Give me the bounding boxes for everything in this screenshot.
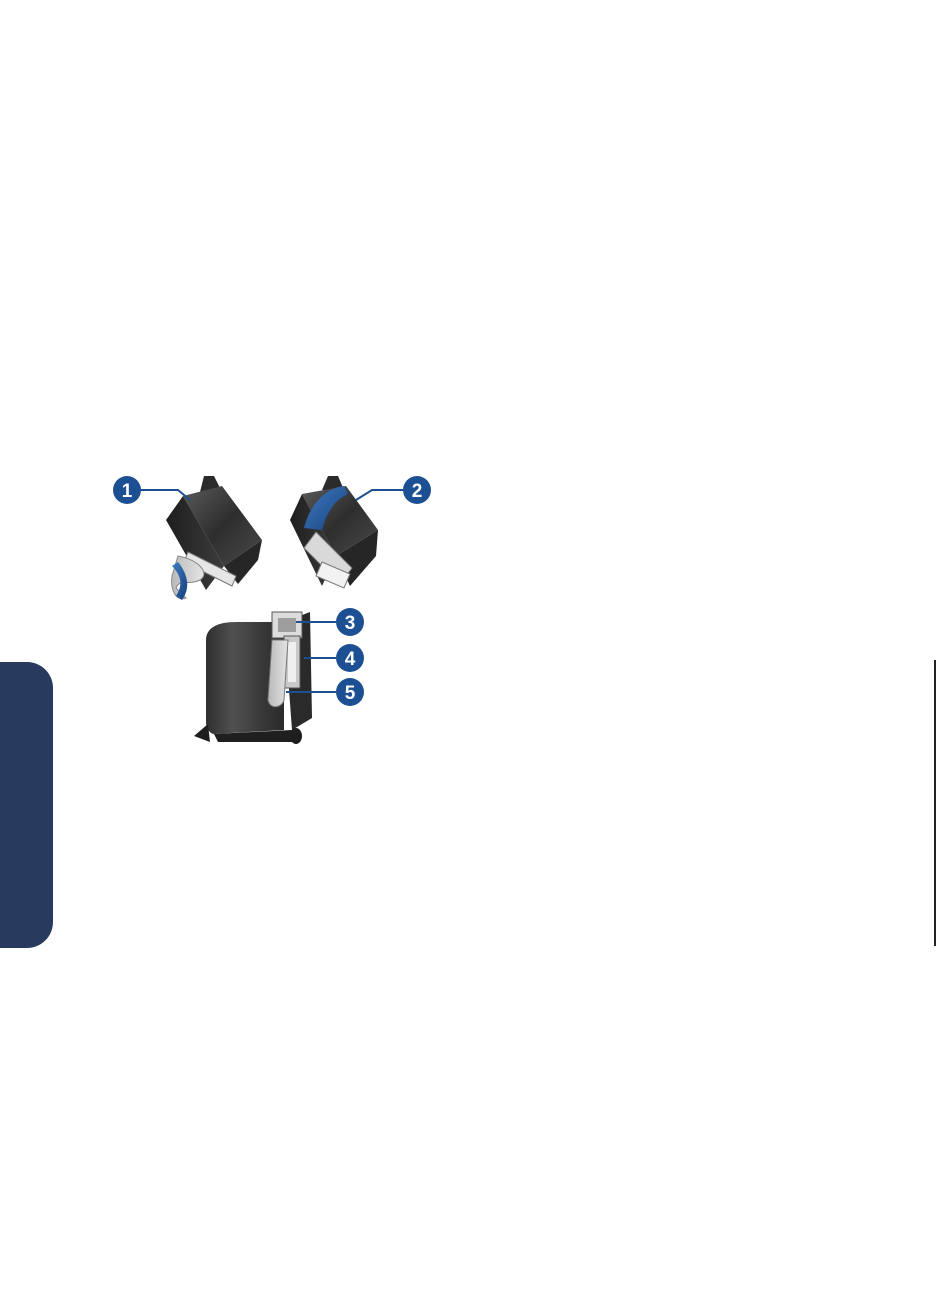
callout-1: 1 bbox=[113, 476, 141, 504]
cartridge-3-drawing bbox=[194, 612, 312, 744]
svg-text:1: 1 bbox=[122, 481, 133, 502]
svg-text:4: 4 bbox=[345, 649, 356, 670]
callout-4: 4 bbox=[336, 644, 364, 672]
callout-2: 2 bbox=[403, 476, 431, 504]
callout-5: 5 bbox=[336, 678, 364, 706]
cartridge-2-drawing bbox=[290, 476, 378, 588]
svg-text:3: 3 bbox=[345, 613, 356, 634]
svg-text:2: 2 bbox=[412, 481, 423, 502]
cartridge-1-drawing bbox=[166, 476, 262, 600]
callout-3: 3 bbox=[336, 608, 364, 636]
svg-text:5: 5 bbox=[345, 683, 356, 704]
